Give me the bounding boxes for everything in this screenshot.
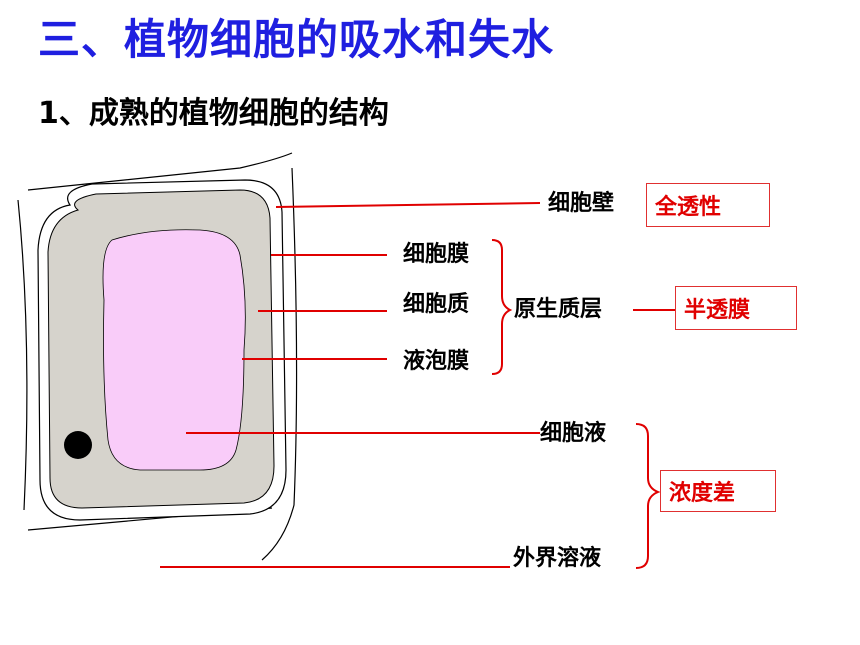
neighbor-cell-wall-top [27, 152, 293, 191]
label-cell-sap: 细胞液 [540, 421, 607, 446]
nucleus [64, 431, 92, 459]
slide-title: 三、植物细胞的吸水和失水 [38, 15, 555, 64]
brace-protoplast-layer [491, 239, 513, 375]
box-concentration-difference: 浓度差 [660, 470, 776, 512]
label-cell-membrane: 细胞膜 [403, 242, 470, 267]
label-protoplast-layer: 原生质层 [514, 297, 603, 322]
neighbor-cell-wall-right [261, 167, 298, 561]
label-cell-wall: 细胞壁 [548, 191, 615, 216]
label-vacuole-membrane: 液泡膜 [403, 349, 470, 374]
vacuole [102, 229, 246, 471]
label-cytoplasm: 细胞质 [403, 292, 470, 317]
neighbor-cell-wall-left [17, 199, 28, 511]
slide-subtitle: 1、成熟的植物细胞的结构 [38, 96, 389, 131]
pointer-cell-wall [275, 202, 541, 208]
brace-concentration-difference [635, 423, 661, 569]
label-external-solution: 外界溶液 [513, 546, 602, 571]
box-fully-permeable: 全透性 [646, 183, 770, 227]
box-semi-permeable: 半透膜 [675, 286, 797, 330]
